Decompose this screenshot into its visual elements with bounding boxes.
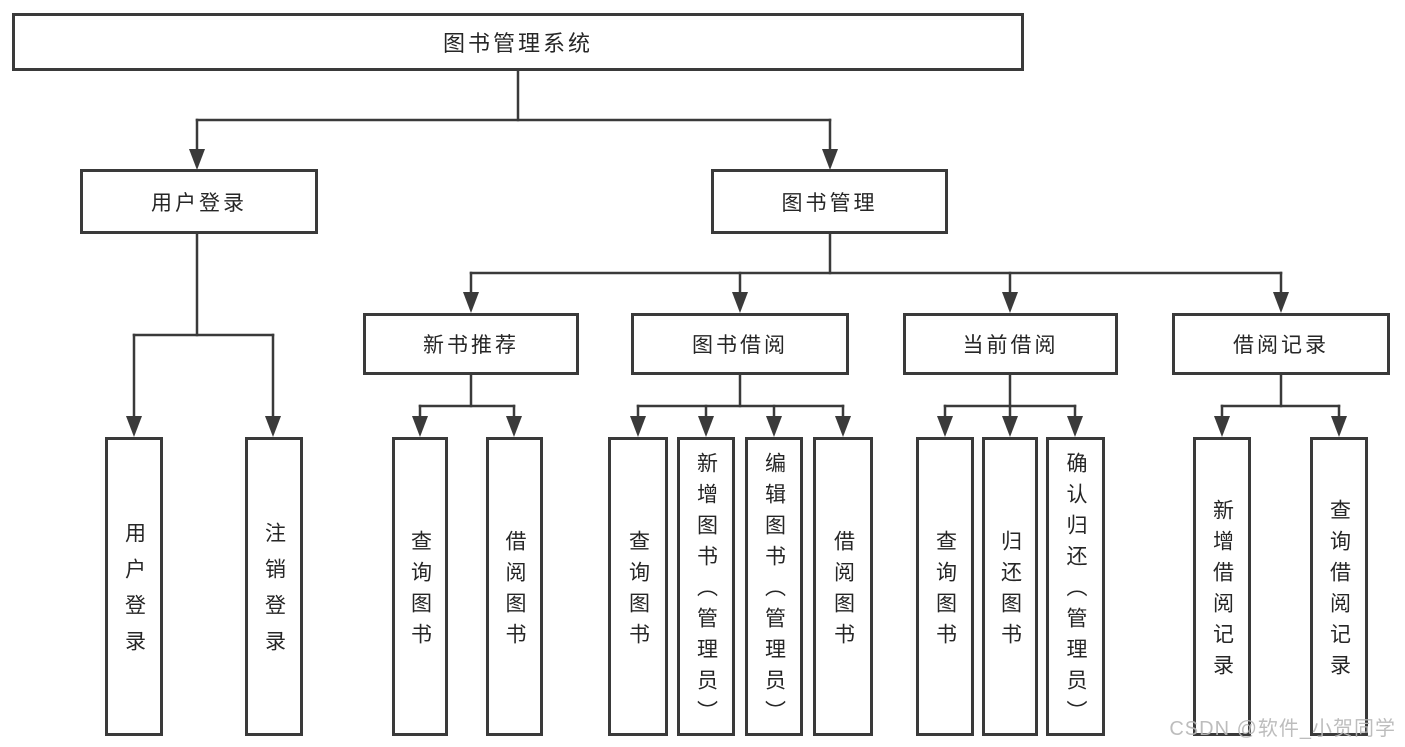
node-library-system: 图书管理系统 bbox=[12, 13, 1024, 71]
leaf-records-query-record: 查询借阅记录 bbox=[1310, 437, 1368, 736]
leaf-borrowing-add-books-admin: 新增图书（管理员） bbox=[677, 437, 735, 736]
leaf-borrowing-add-books-admin-label: 新增图书（管理员） bbox=[694, 452, 718, 731]
node-book-management: 图书管理 bbox=[711, 169, 948, 234]
leaf-current-query-books-label: 查询图书 bbox=[933, 529, 957, 654]
leaf-borrowing-borrow-books: 借阅图书 bbox=[813, 437, 873, 736]
leaf-user-login: 用户登录 bbox=[105, 437, 163, 736]
leaf-current-return-books: 归还图书 bbox=[982, 437, 1038, 736]
leaf-borrowing-edit-books-admin: 编辑图书（管理员） bbox=[745, 437, 803, 736]
leaf-current-return-books-label: 归还图书 bbox=[998, 529, 1022, 654]
leaf-borrowing-edit-books-admin-label: 编辑图书（管理员） bbox=[762, 452, 786, 731]
leaf-current-confirm-return-admin-label: 确认归还（管理员） bbox=[1064, 452, 1087, 731]
leaf-newbook-borrow-books-label: 借阅图书 bbox=[503, 529, 526, 654]
leaf-current-confirm-return-admin: 确认归还（管理员） bbox=[1046, 437, 1105, 736]
leaf-current-query-books: 查询图书 bbox=[916, 437, 974, 736]
leaf-records-add-record-label: 新增借阅记录 bbox=[1210, 498, 1234, 685]
leaf-records-add-record: 新增借阅记录 bbox=[1193, 437, 1251, 736]
leaf-user-login-label: 用户登录 bbox=[122, 521, 146, 666]
node-current-borrowing: 当前借阅 bbox=[903, 313, 1118, 375]
node-new-book-recommend: 新书推荐 bbox=[363, 313, 579, 375]
leaf-borrowing-borrow-books-label: 借阅图书 bbox=[831, 529, 855, 654]
node-borrow-records: 借阅记录 bbox=[1172, 313, 1390, 375]
leaf-records-query-record-label: 查询借阅记录 bbox=[1327, 498, 1351, 685]
leaf-logout: 注销登录 bbox=[245, 437, 303, 736]
leaf-newbook-query-books-label: 查询图书 bbox=[408, 529, 432, 654]
leaf-borrowing-query-books-label: 查询图书 bbox=[626, 529, 650, 654]
node-book-borrowing: 图书借阅 bbox=[631, 313, 849, 375]
leaf-borrowing-query-books: 查询图书 bbox=[608, 437, 668, 736]
csdn-watermark: CSDN @软件_小贺同学 bbox=[1169, 718, 1396, 740]
leaf-newbook-borrow-books: 借阅图书 bbox=[486, 437, 543, 736]
node-user-login: 用户登录 bbox=[80, 169, 318, 234]
leaf-logout-label: 注销登录 bbox=[262, 521, 286, 666]
leaf-newbook-query-books: 查询图书 bbox=[392, 437, 448, 736]
